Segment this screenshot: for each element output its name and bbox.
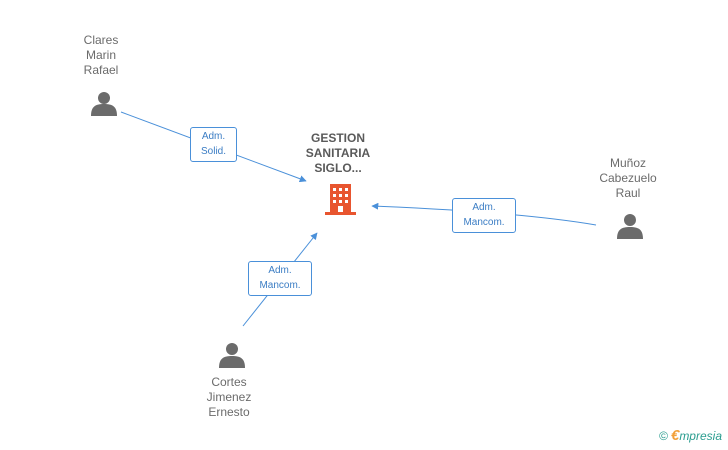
person-icon[interactable] [91,92,117,116]
footer-brand: ©€mpresia [659,427,722,444]
brand-name: mpresia [679,429,722,443]
relation-label-munoz[interactable]: Adm. Mancom. [452,198,516,233]
building-icon[interactable] [325,184,356,215]
copyright-icon: © [659,429,668,443]
relation-label-cortes[interactable]: Adm. Mancom. [248,261,312,296]
company-name[interactable]: GESTION SANITARIA SIGLO... [305,131,371,175]
empresia-logo-icon: € [670,427,680,444]
relation-label-clares[interactable]: Adm. Solid. [190,127,237,162]
person-icon[interactable] [617,214,643,239]
person-name-clares[interactable]: Clares Marin Rafael [83,33,119,77]
person-name-cortes[interactable]: Cortes Jimenez Ernesto [206,375,252,419]
person-name-munoz[interactable]: Muñoz Cabezuelo Raul [599,156,657,200]
person-icon[interactable] [219,343,245,368]
